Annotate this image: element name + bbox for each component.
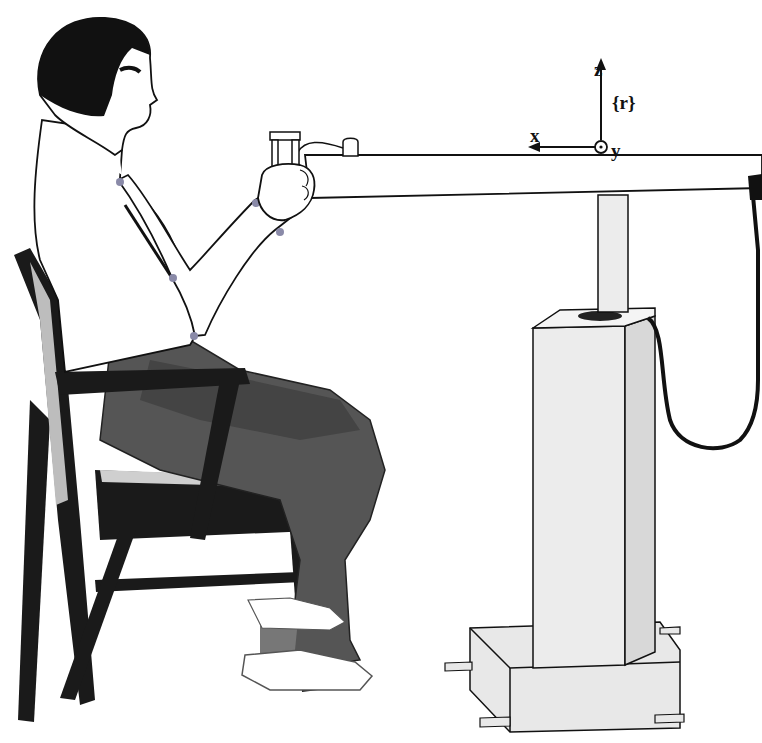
robot-post bbox=[598, 195, 628, 312]
axis-label: {r} bbox=[612, 93, 635, 112]
marker bbox=[276, 228, 284, 236]
sensor-wire bbox=[298, 142, 343, 152]
finger-lines bbox=[300, 170, 308, 200]
beam-end-bracket bbox=[748, 174, 762, 200]
marker bbox=[190, 332, 198, 340]
chair-leg bbox=[60, 530, 136, 700]
shoe bbox=[242, 650, 372, 690]
axis-x bbox=[536, 146, 595, 148]
marker bbox=[169, 274, 177, 282]
robot-column-top bbox=[533, 308, 655, 328]
chair-leg bbox=[18, 400, 50, 722]
axis-y bbox=[595, 141, 607, 153]
robot-column-side bbox=[625, 316, 655, 665]
sensor-box bbox=[343, 138, 358, 156]
axis-label: x bbox=[530, 126, 540, 145]
hand bbox=[258, 164, 314, 220]
eyebrow bbox=[120, 68, 140, 72]
axis-y-dot bbox=[599, 145, 602, 148]
shoe bbox=[248, 598, 345, 630]
chair-arm-support bbox=[190, 380, 240, 540]
marker bbox=[116, 178, 124, 186]
head bbox=[38, 18, 157, 155]
armpit-shadow bbox=[125, 205, 172, 278]
handle-top bbox=[270, 132, 300, 140]
axis-label: y bbox=[611, 141, 621, 160]
hair bbox=[38, 18, 150, 116]
chair-rail bbox=[95, 572, 302, 592]
cable bbox=[648, 318, 758, 448]
axis-label: z bbox=[594, 60, 602, 79]
cable bbox=[752, 185, 758, 380]
robot-arm-beam bbox=[305, 155, 762, 198]
robot-column bbox=[533, 326, 625, 668]
